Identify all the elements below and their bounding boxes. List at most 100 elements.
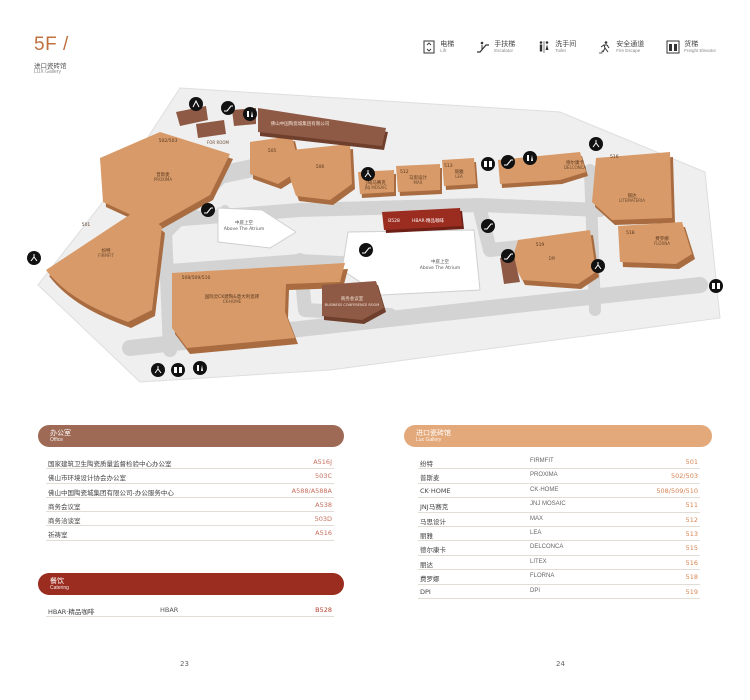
shop-502[interactable]: 502/503 普斯麦 PROXIMA [100,132,233,231]
shop-code: 502/503 [670,472,698,481]
shop-number: 501 [82,222,91,228]
floor-plan-svg: 中庭上空 Above The Atrium 中庭上空 Above The Atr… [27,87,723,383]
shop-516[interactable]: 516 丽达 LITEMATERIA [592,152,675,225]
hbar-cafe[interactable]: B528 HBAR·精品咖啡 [382,208,464,233]
office-section-header: 办公室 Office [38,425,344,447]
fire-escape-icon [361,167,375,181]
brand-name-zh: 纷特 [420,460,433,468]
brand-name-en: DPI [530,587,541,594]
hbar-label: HBAR·精品咖啡 [412,217,445,224]
shop-513[interactable]: 513 丽雅 LEA [442,158,478,190]
escalator-icon [359,243,373,257]
freight-elevator-icon [171,363,185,377]
escalator-icon [481,219,495,233]
shop-name-en: MAX [414,180,423,185]
hbar-number: B528 [388,218,400,224]
gallery-title-zh: 进口瓷砖馆 [34,62,67,70]
office-name: 商务洽谈室 [48,517,81,526]
brand-name-en: PROXIMA [530,472,558,479]
shop-code: 516 [685,558,698,567]
fire-escape-icon [151,363,165,377]
floor-title: 5F / [34,34,69,55]
shop-501[interactable]: 501 纷特 FIRMFIT [46,208,165,328]
office-code: 503C [315,472,332,481]
legend-item-toilet: 洗手间 Toilet [537,40,576,54]
office-block-en: BUSINESS CONFERENCE ROOM [325,303,380,307]
catering-code: B528 [315,606,332,614]
list-item: 普斯麦 PROXIMA 502/503 [418,469,700,484]
brand-name-en: DELCONCA [530,544,564,551]
list-item: HBAR·精品咖啡 HBAR B528 [46,603,334,618]
shop-515[interactable]: 515 德尔康卡 DELCONCA [498,152,588,188]
shop-name-zh: 普斯麦 [156,171,170,178]
shop-512[interactable]: 512 马思设计 MAX [396,164,442,196]
office-name: 佛山中国陶瓷城集团有限公司-办公服务中心 [48,488,174,497]
shop-number: 508/509/510 [182,275,211,281]
brand-name-zh: 德尔康卡 [420,546,446,555]
legend-label-zh: 洗手间 [555,40,577,49]
office-code: 503D [314,515,332,524]
elevator-icon [423,40,435,54]
shop-506[interactable]: 506 [290,144,355,205]
shop-code: 501 [685,458,698,466]
shop-name-zh: 丽雅 [455,168,464,175]
brand-name-zh: 普斯麦 [420,474,440,483]
shop-name-en: LITEMATERIA [619,198,645,203]
legend-label-en: Escalator [494,48,513,54]
shop-name-en: DPI [549,256,556,261]
brand-name-zh: 马思设计 [420,517,446,526]
shop-name-zh: 费罗娜 [655,235,669,242]
brand-name-zh: 费罗娜 [420,575,440,584]
office-code: A516 [315,529,332,538]
legend-label-zh: 手扶梯 [494,40,516,49]
office-code: A516J [313,458,332,466]
office-name: 佛山市环境设计协会办公室 [48,474,126,483]
gallery-title-en: LUX Gallery [34,69,61,75]
shop-number: 506 [316,164,325,170]
section-title-en: Lux Gallery [416,437,442,443]
legend-item-lift: 电梯 Lift [422,40,454,54]
shop-508[interactable]: 508/509/510 国际灵CK建陶&意大利瓷砖 CK-HOME [172,263,348,354]
office-block-a538[interactable]: 商务会议室 BUSINESS CONFERENCE ROOM [322,281,386,324]
shop-code: 513 [685,529,698,538]
atrium-west-zh: 中庭上空 [235,219,253,226]
office-block-top[interactable]: 佛山中国陶瓷城集团有限公司 [258,108,388,150]
facility-markers [27,97,723,377]
shop-519[interactable]: 519 DPI [512,230,599,289]
office-code: A588/A588A [291,486,332,495]
office-code: A538 [315,500,332,509]
floor-plan-map: 中庭上空 Above The Atrium 中庭上空 Above The Atr… [0,80,750,410]
toilet-icon [523,151,537,165]
legend-label-zh: 安全通道 [616,40,645,49]
brand-name-en: JNJ MOSAIC [530,501,566,508]
atrium-center-zh: 中庭上空 [431,258,449,265]
legend-label-en: Toilet [555,48,566,54]
atrium-center-en: Above The Atrium [420,265,460,271]
list-item: 佛山中国陶瓷城集团有限公司-办公服务中心 A588/A588A [46,484,334,498]
office-name: 商务会议室 [48,502,81,511]
fire-escape-icon [591,259,605,273]
shop-code: 511 [685,501,698,510]
toilet-icon [193,361,207,375]
toilet-icon [539,41,549,53]
shop-518[interactable]: 518 费罗娜 FLORNA [618,222,695,269]
office-block-east[interactable] [500,256,520,284]
legend-label-zh: 货梯 [684,40,699,49]
legend-label-en: Freight Elevator [684,48,716,54]
brand-name-zh: DPI [420,587,431,596]
shop-number: 519 [536,242,545,248]
map-legend: 电梯 Lift 手扶梯 Escalator 洗手间 Toilet [422,40,716,54]
office-block-zh: 佛山中国陶瓷城集团有限公司 [271,120,330,127]
office-block-en: FOR ROOM [207,140,230,145]
legend-label-zh: 电梯 [440,40,455,49]
brand-name-en: FLORNA [530,573,555,580]
shop-name-en: CK-HOME [223,299,242,304]
office-block-zh: 商务会议室 [341,295,364,302]
